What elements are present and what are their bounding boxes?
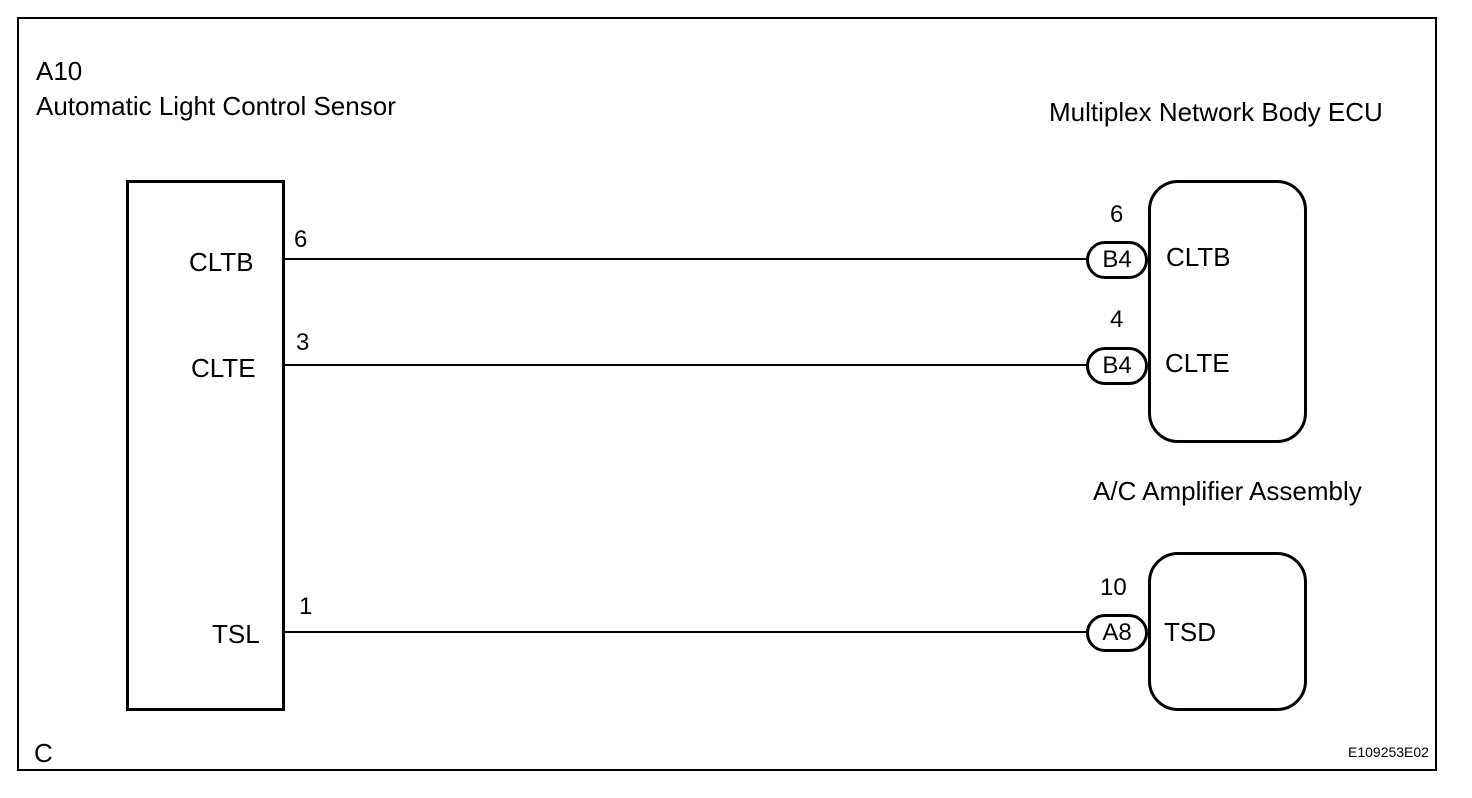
diagram-frame (17, 17, 1437, 771)
ecu-box (1148, 180, 1307, 443)
connector-b4-clte: B4 (1086, 347, 1148, 385)
amplifier-box (1148, 552, 1307, 711)
sensor-pin-cltb: 6 (294, 226, 308, 253)
sensor-pin-tsl: 1 (299, 593, 313, 620)
sensor-terminal-cltb: CLTB (189, 247, 254, 277)
ecu-terminal-clte: CLTE (1165, 348, 1230, 378)
connector-a8-tsd: A8 (1086, 614, 1148, 652)
ecu-pin-clte: 4 (1110, 306, 1124, 333)
amplifier-terminal-tsd: TSD (1164, 617, 1216, 647)
sensor-ref: A10 (36, 56, 83, 86)
ecu-pin-cltb: 6 (1110, 201, 1124, 228)
sensor-box (126, 180, 285, 711)
ecu-terminal-cltb: CLTB (1166, 242, 1231, 272)
sensor-terminal-clte: CLTE (191, 353, 256, 383)
ecu-name: Multiplex Network Body ECU (1049, 97, 1383, 127)
sensor-pin-clte: 3 (296, 329, 310, 356)
sensor-name: Automatic Light Control Sensor (36, 91, 396, 121)
connector-b4-cltb: B4 (1086, 241, 1148, 279)
figure-code: E109253E02 (1348, 744, 1429, 760)
amplifier-name: A/C Amplifier Assembly (1093, 476, 1362, 506)
amplifier-pin-tsd: 10 (1100, 574, 1127, 601)
sensor-terminal-tsl: TSL (212, 619, 260, 649)
corner-letter: C (34, 738, 53, 768)
